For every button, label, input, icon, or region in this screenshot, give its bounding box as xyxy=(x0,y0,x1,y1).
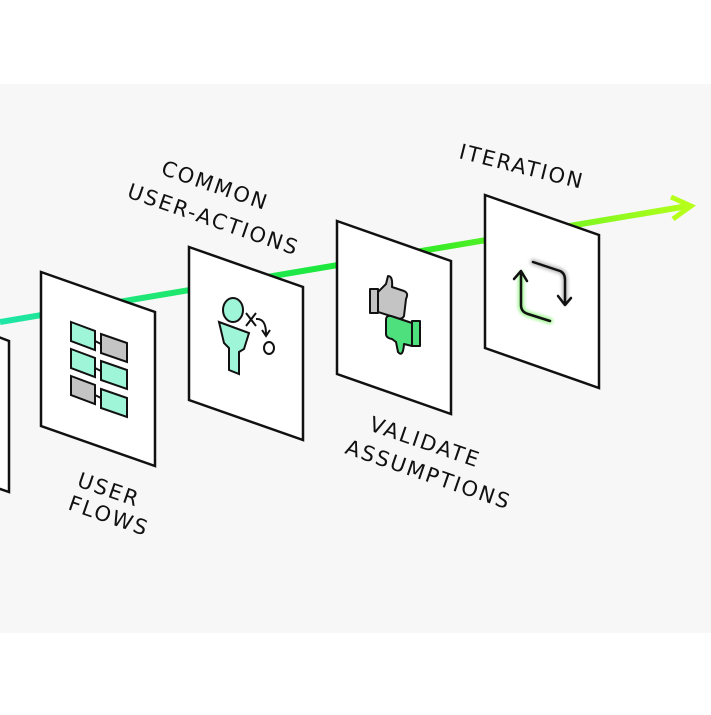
arrow-head-icon xyxy=(669,194,696,222)
step-card-common-user-actions xyxy=(187,245,305,442)
user-strategy-icon xyxy=(217,297,275,376)
card-panel xyxy=(483,193,601,390)
refresh-cycle-icon xyxy=(512,259,573,324)
step-card-user-flows xyxy=(39,270,157,468)
step-card-validate-assumptions xyxy=(335,219,453,416)
thumbs-up-down-icon xyxy=(369,275,421,355)
flowchart-icon xyxy=(70,320,128,419)
partial-card xyxy=(0,336,11,494)
step-card-iteration xyxy=(483,193,601,390)
